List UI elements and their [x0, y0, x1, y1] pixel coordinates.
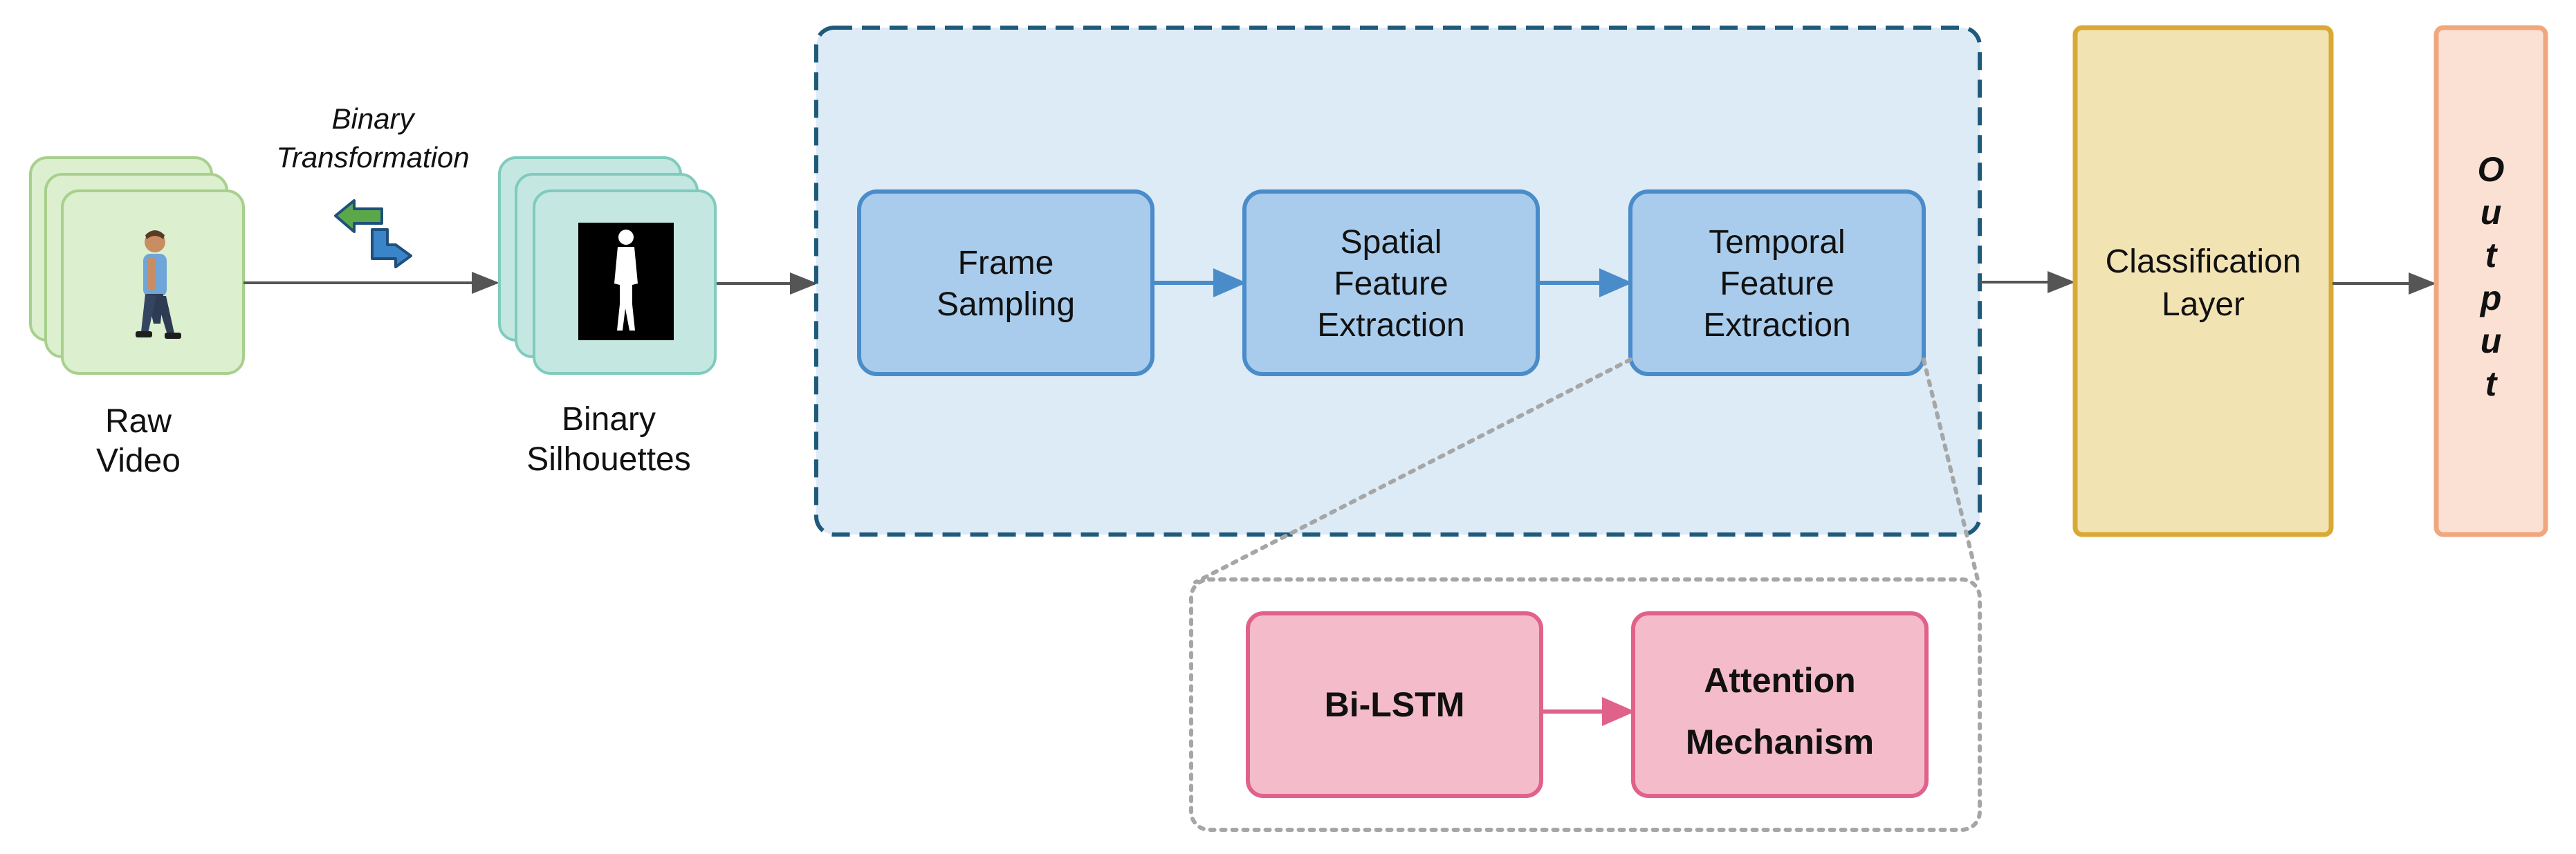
temporal-label-line1: Temporal	[1709, 224, 1845, 261]
spatial-label-line1: Spatial	[1341, 224, 1442, 261]
temporal-feature-extraction-box: Temporal Feature Extraction	[1628, 189, 1926, 376]
binary-silhouettes-label-line2: Silhouettes	[526, 441, 691, 478]
zoom-connector-right	[1922, 358, 1980, 584]
frame-sampling-box: Frame Sampling	[857, 189, 1154, 376]
spatial-label-line3: Extraction	[1317, 307, 1464, 344]
frame-sampling-label-line2: Sampling	[937, 286, 1075, 323]
binary-transformation-label-line1: Binary	[331, 102, 416, 135]
frame-sampling-label-line1: Frame	[958, 245, 1054, 281]
walking-person-icon	[136, 230, 181, 339]
output-box: O u t p u t	[2434, 25, 2548, 537]
binary-silhouettes-label-line1: Binary	[562, 401, 656, 438]
bi-lstm-box: Bi-LSTM	[1246, 611, 1543, 798]
raw-video-label-line1: Raw	[105, 403, 172, 440]
binary-transformation-label-line2: Transformation	[276, 141, 469, 174]
zoom-connector-left	[1193, 358, 1632, 584]
spatial-label-line2: Feature	[1334, 266, 1448, 302]
binary-silhouettes-stack: Binary Silhouettes	[498, 156, 717, 478]
output-letter: u	[2481, 193, 2502, 232]
swap-arrows-icon	[334, 199, 412, 268]
temporal-label-line3: Extraction	[1703, 307, 1850, 344]
temporal-label-line2: Feature	[1720, 266, 1834, 302]
classification-layer-box: Classification Layer	[2072, 25, 2334, 537]
classification-label-line2: Layer	[2162, 286, 2245, 323]
classification-label-line1: Classification	[2106, 243, 2301, 280]
bi-lstm-label: Bi-LSTM	[1325, 685, 1465, 724]
raw-video-label-line2: Video	[96, 443, 181, 479]
binary-transformation: Binary Transformation	[276, 102, 470, 268]
output-letter: t	[2485, 364, 2499, 403]
output-letter: O	[2478, 150, 2505, 189]
output-letter: p	[2479, 279, 2502, 317]
attention-label-line2: Mechanism	[1686, 723, 1874, 761]
attention-mechanism-box: Attention Mechanism	[1631, 611, 1929, 798]
spatial-feature-extraction-box: Spatial Feature Extraction	[1242, 189, 1540, 376]
temporal-detail-container	[1189, 577, 1982, 832]
output-letter: t	[2485, 236, 2499, 275]
attention-label-line1: Attention	[1704, 661, 1855, 700]
silhouette-icon	[578, 223, 674, 340]
raw-video-stack: Raw Video	[29, 156, 245, 479]
output-letter: u	[2481, 322, 2502, 360]
